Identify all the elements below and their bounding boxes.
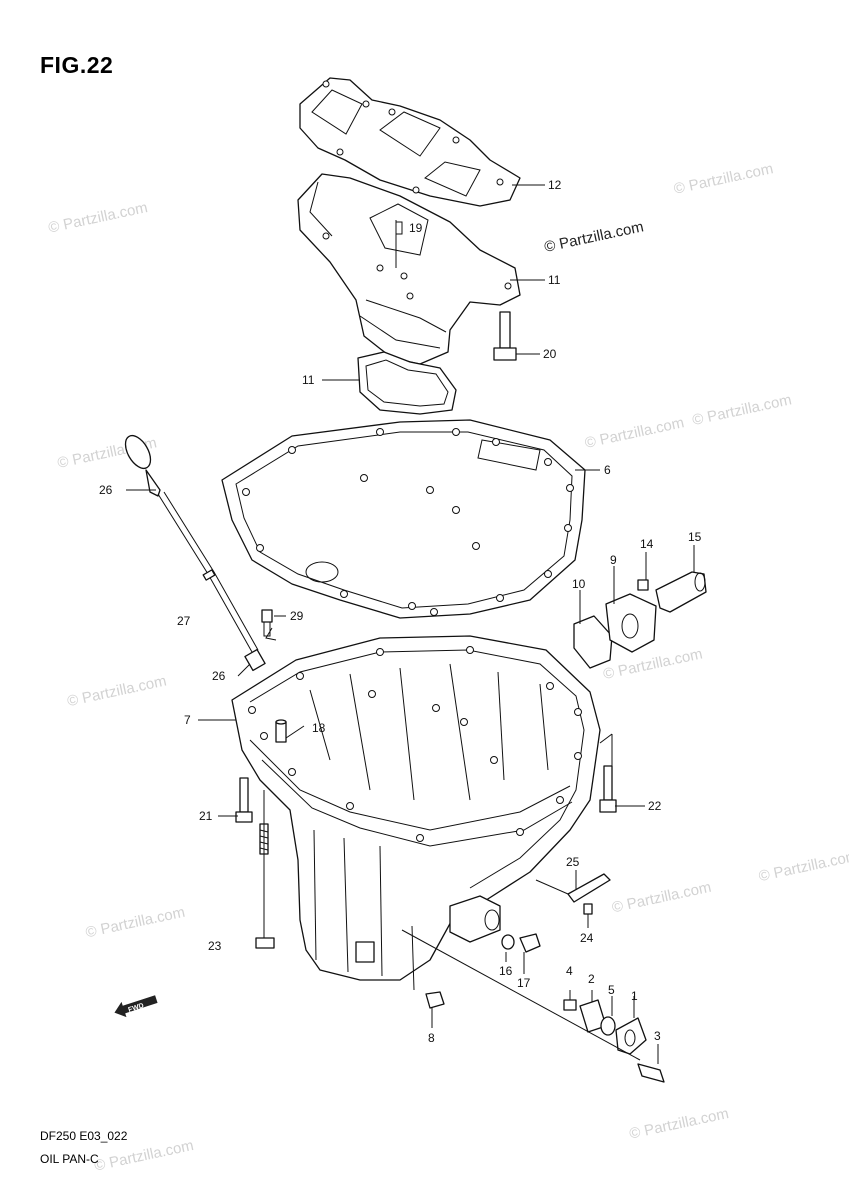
callout-label: 17 [517, 976, 531, 990]
callout-label: 22 [648, 799, 662, 813]
callout-label: 2 [588, 972, 595, 986]
figure-title: FIG.22 [40, 52, 114, 78]
callout-label: 23 [208, 939, 222, 953]
watermark-text: © Partzilla.com [602, 645, 704, 683]
part-16-washer [501, 934, 515, 950]
callout-label: 16 [499, 964, 513, 978]
watermark-text: © Partzilla.com [66, 672, 168, 710]
callout-label: 24 [580, 931, 594, 945]
watermark-copyright: © Partzilla.com [543, 218, 645, 256]
callout-label: 15 [688, 530, 702, 544]
callout-label: 21 [199, 809, 213, 823]
callout-label: 26 [212, 669, 226, 683]
callout-label: 19 [409, 221, 423, 235]
callout-label: 5 [608, 983, 615, 997]
fwd-arrow-badge: FWD [114, 995, 158, 1018]
callout-labels: 12 19 11 20 11 6 26 9 14 15 10 29 27 26 … [99, 178, 702, 1045]
callout-label: 27 [177, 614, 191, 628]
part-15-connector [655, 571, 707, 613]
watermark-text: © Partzilla.com [757, 848, 849, 886]
part-24-bolt [583, 903, 593, 915]
part-20-bolt [493, 311, 517, 361]
watermark-text: © Partzilla.com [583, 414, 685, 452]
callout-label: 25 [566, 855, 580, 869]
callout-label: 12 [548, 178, 562, 192]
part-27-dipstick [124, 434, 266, 672]
callout-label: 18 [312, 721, 326, 735]
watermark-text: © Partzilla.com [672, 160, 774, 198]
part-25-bracket [567, 873, 611, 903]
figure-code: DF250 E03_022 [40, 1129, 128, 1143]
callout-label: 29 [290, 609, 304, 623]
callout-label: 4 [566, 964, 573, 978]
part-14-bolt [637, 579, 649, 591]
callout-label: 6 [604, 463, 611, 477]
part-17-plug [519, 933, 541, 953]
callout-label: 7 [184, 713, 191, 727]
part-23-stud [255, 823, 275, 949]
callout-label: 20 [543, 347, 557, 361]
callout-label: 9 [610, 553, 617, 567]
part-21-bolt [235, 777, 253, 823]
part-7-oil-pan [231, 635, 601, 981]
callout-label: 3 [654, 1029, 661, 1043]
part-18-dowel [275, 719, 287, 743]
watermark-text: © Partzilla.com [84, 904, 186, 942]
callout-label: 26 [99, 483, 113, 497]
part-8-plug [425, 991, 445, 1009]
part-6-oil-pan-gasket [221, 419, 586, 619]
part-22-bolt [599, 765, 617, 813]
part-5-o-ring [600, 1016, 616, 1036]
part-11-gasket [357, 351, 457, 415]
watermark-text: © Partzilla.com [691, 391, 793, 429]
svg-text:FWD: FWD [127, 1002, 144, 1014]
callout-label: 8 [428, 1031, 435, 1045]
part-29-bolt [261, 609, 277, 641]
callout-label: 11 [548, 273, 561, 287]
callout-label: 11 [302, 373, 315, 387]
part-9-cover [605, 593, 657, 653]
watermark-text: © Partzilla.com [47, 199, 149, 237]
oil-drain-boss [449, 895, 501, 943]
callout-label: 14 [640, 537, 654, 551]
figure-name: OIL PAN-C [40, 1152, 99, 1166]
part-13-gasket [299, 77, 521, 207]
part-10-gasket [573, 615, 613, 669]
leader-lines [126, 184, 695, 1064]
part-3-bolt [637, 1063, 665, 1083]
part-1-cover [615, 1017, 647, 1055]
callout-label: 1 [631, 989, 638, 1003]
watermark-text: © Partzilla.com [610, 879, 712, 917]
callout-label: 10 [572, 577, 586, 591]
part-4-bolt [563, 999, 577, 1011]
watermark-text: © Partzilla.com [628, 1105, 730, 1143]
part-12-oil-strainer-housing [297, 173, 521, 365]
